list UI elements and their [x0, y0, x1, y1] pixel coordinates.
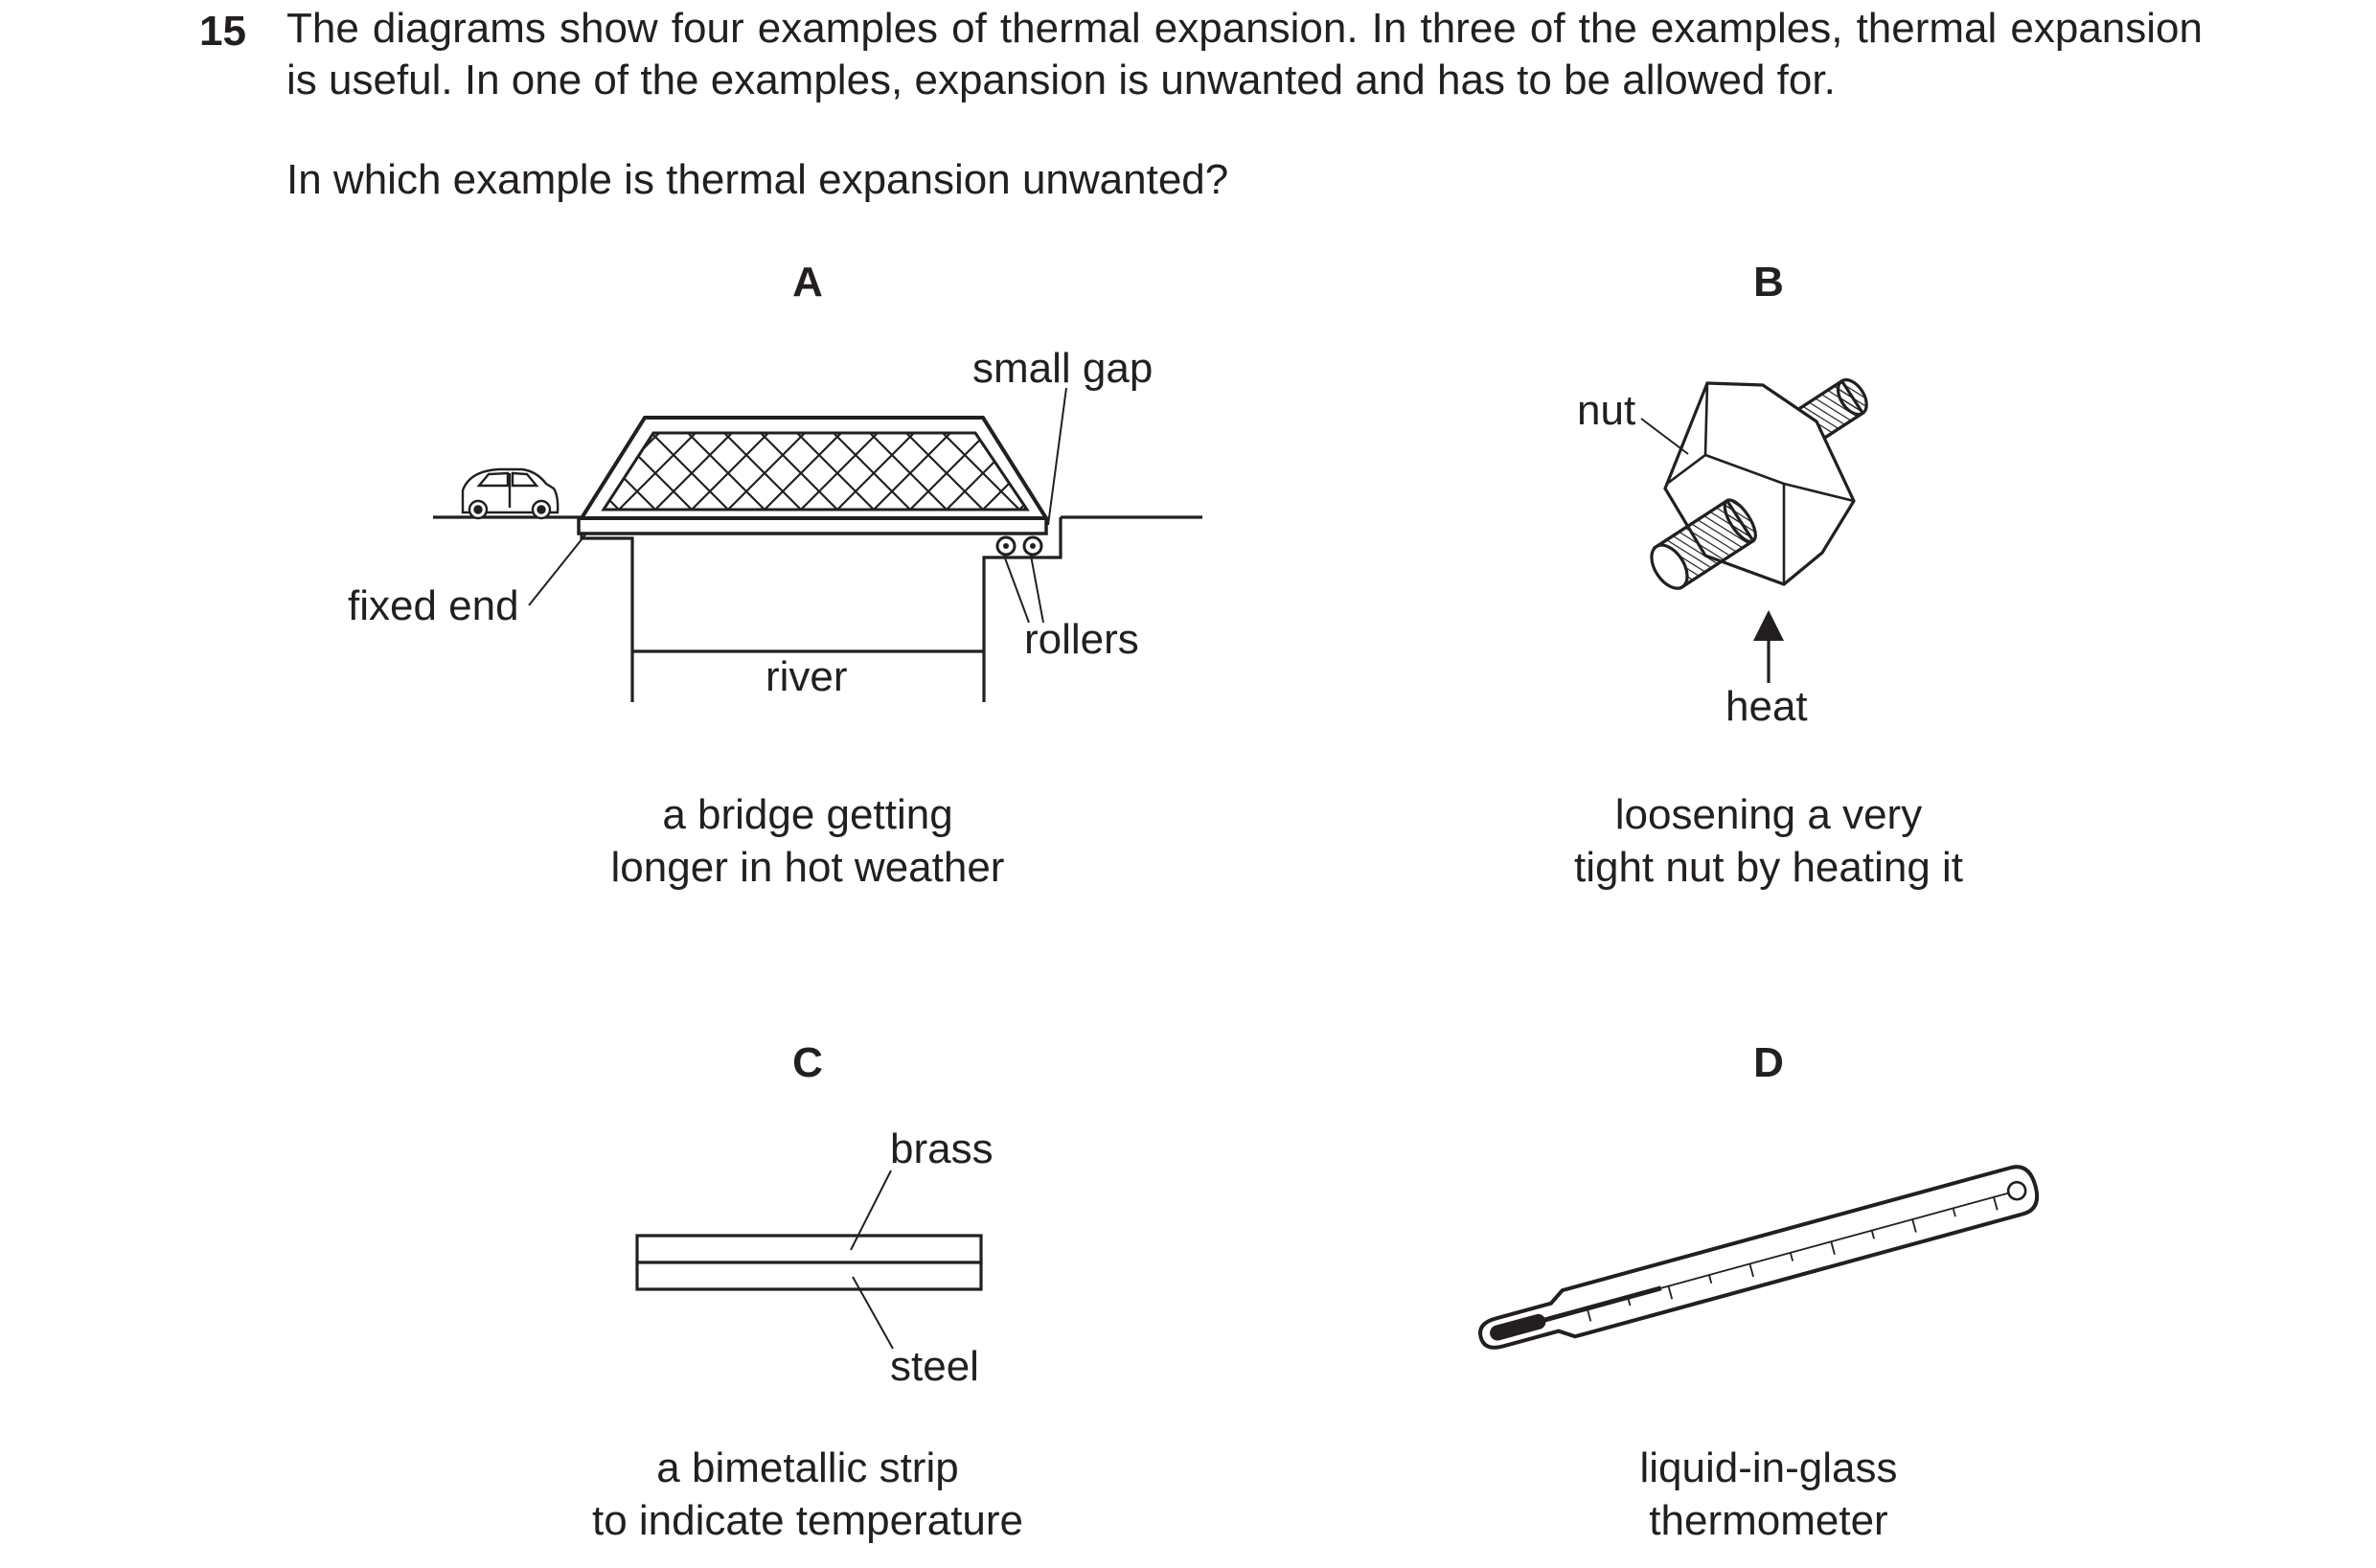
- steel-layer: [635, 1261, 983, 1291]
- option-b-caption-line1: loosening a very: [1614, 791, 1923, 838]
- option-c-caption-line2: to indicate temperature: [591, 1497, 1024, 1544]
- option-b-caption-line2: tight nut by heating it: [1573, 844, 1964, 891]
- heat-label: heat: [1725, 683, 1808, 730]
- roller-left: [995, 535, 1017, 557]
- option-a-caption: a bridge getting longer in hot weather: [611, 788, 1005, 894]
- steel-label: steel: [890, 1343, 979, 1390]
- option-c-caption-line1: a bimetallic strip: [656, 1444, 959, 1491]
- rollers-leader-right: [1030, 555, 1044, 624]
- thermometer-liquid: [1542, 1285, 1662, 1324]
- steel-leader: [852, 1276, 894, 1350]
- question-prompt: In which example is thermal expansion un…: [286, 156, 1229, 203]
- option-d-letter: D: [1753, 1039, 1784, 1086]
- nut-bolt-diagram: [1640, 377, 1868, 683]
- nut-leader: [1640, 418, 1689, 455]
- river-label: river: [765, 653, 848, 700]
- option-b-caption: loosening a very tight nut by heating it: [1574, 788, 1963, 894]
- roller-right: [1022, 535, 1043, 557]
- option-d-caption: liquid-in-glass thermometer: [1639, 1442, 1897, 1547]
- bridge-diagram: [433, 387, 1202, 702]
- brass-label: brass: [890, 1125, 994, 1172]
- small-gap-leader: [1047, 387, 1067, 526]
- question-text: The diagrams show four examples of therm…: [286, 5, 2203, 103]
- option-b-letter: B: [1753, 259, 1784, 306]
- thermometer-glass: [1478, 1165, 2040, 1350]
- car-icon: [461, 467, 560, 520]
- option-c-letter: C: [792, 1039, 823, 1086]
- brass-layer: [635, 1234, 983, 1264]
- bolt-lower: [1650, 498, 1757, 590]
- thermometer-diagram: [1478, 1165, 2040, 1350]
- bridge-truss-lattice: [601, 431, 1030, 511]
- nut-label: nut: [1577, 387, 1636, 434]
- right-bank: [982, 517, 1062, 702]
- rollers-label: rollers: [1024, 616, 1139, 663]
- option-a-caption-line1: a bridge getting: [662, 791, 953, 838]
- brass-leader: [850, 1170, 892, 1251]
- option-c-caption: a bimetallic strip to indicate temperatu…: [592, 1442, 1023, 1547]
- bimetallic-strip-diagram: [635, 1170, 983, 1350]
- fixed-end-label: fixed end: [348, 582, 519, 629]
- fixed-end-leader: [528, 533, 587, 606]
- thermometer-scale: [1586, 1196, 1999, 1322]
- small-gap-label: small gap: [972, 345, 1154, 392]
- bridge-deck: [577, 516, 1048, 535]
- option-a-caption-line2: longer in hot weather: [610, 844, 1005, 891]
- question-number: 15: [199, 8, 246, 55]
- rollers-leader-left: [1003, 555, 1030, 624]
- option-a-letter: A: [792, 259, 823, 306]
- option-d-caption-line2: thermometer: [1649, 1497, 1888, 1544]
- left-bank: [580, 517, 634, 702]
- option-d-caption-line1: liquid-in-glass: [1639, 1444, 1898, 1491]
- thermometer-bulb: [1490, 1313, 1546, 1341]
